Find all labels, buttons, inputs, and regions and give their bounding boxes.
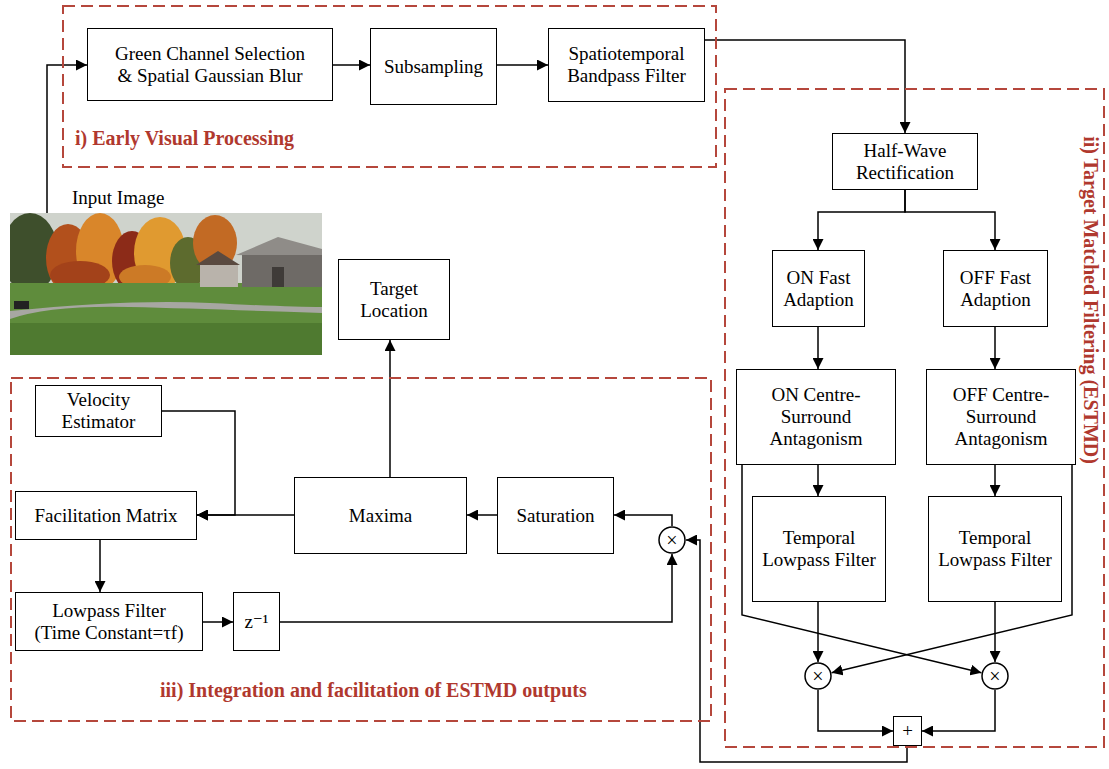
connector-arrow xyxy=(818,190,905,250)
circle-border xyxy=(982,663,1008,689)
multiplier-node: × xyxy=(658,526,686,554)
region-title: i) Early Visual Processing xyxy=(75,127,294,149)
operator-symbol: × xyxy=(666,530,677,550)
process-box: ON Centre-Surround Antagonism xyxy=(736,369,896,465)
box-label: Facilitation Matrix xyxy=(34,505,177,527)
adder-box: + xyxy=(893,716,922,746)
circle-border xyxy=(805,663,831,689)
box-label: OFF Fast Adaption xyxy=(949,267,1042,311)
box-label: Subsampling xyxy=(384,56,483,78)
connector-arrow xyxy=(817,327,819,369)
process-box: Velocity Estimator xyxy=(35,385,162,437)
process-box: Facilitation Matrix xyxy=(15,491,197,540)
connector-arrow xyxy=(818,690,893,731)
box-label: Spatiotemporal Bandpass Filter xyxy=(554,43,699,87)
connector-arrow xyxy=(994,602,996,662)
connector-arrow xyxy=(99,540,101,592)
box-label: OFF Centre-Surround Antagonism xyxy=(932,384,1070,450)
connector-arrow xyxy=(467,514,497,516)
box-label: Target Location xyxy=(344,278,444,322)
input-image: Input Image xyxy=(10,213,322,355)
box-label: Velocity Estimator xyxy=(41,389,156,433)
multiplier-node: × xyxy=(804,662,832,690)
connector-arrow xyxy=(905,190,995,250)
process-box: Maxima xyxy=(294,477,467,554)
process-box: OFF Centre-Surround Antagonism xyxy=(926,369,1076,465)
connector-arrow xyxy=(817,465,819,496)
stage-region: i) Early Visual Processing Green Channel … xyxy=(62,5,717,168)
multiplier-node: × xyxy=(981,662,1009,690)
region-title: ii) Target Matched Filtering (ESTMD) xyxy=(1080,136,1102,464)
box-label: Temporal Lowpass Filter xyxy=(758,527,880,571)
box-label: Saturation xyxy=(516,505,594,527)
stage-region: ii) Target Matched Filtering (ESTMD) Half… xyxy=(724,88,1105,748)
dashed-border xyxy=(11,378,711,721)
connector-arrow xyxy=(280,554,672,622)
operator-symbol: × xyxy=(989,666,1000,686)
delay-box: z⁻¹ xyxy=(233,592,280,651)
box-label: z⁻¹ xyxy=(244,611,268,633)
connector-arrow xyxy=(389,340,391,477)
process-box: Temporal Lowpass Filter xyxy=(752,496,886,602)
process-box: Subsampling xyxy=(370,28,497,105)
connector-arrow xyxy=(203,621,233,623)
operator-symbol: + xyxy=(902,720,913,742)
image-caption: Input Image xyxy=(72,188,164,209)
box-label: ON Fast Adaption xyxy=(778,267,859,311)
connector-arrow xyxy=(333,64,370,66)
process-box: Saturation xyxy=(497,477,614,554)
box-label: Half-Wave Rectification xyxy=(838,140,972,184)
box-label: Temporal Lowpass Filter xyxy=(934,527,1056,571)
box-label: Lowpass Filter (Time Constant=τf) xyxy=(31,600,187,644)
connector-arrow xyxy=(705,40,905,133)
output-box: Target Location xyxy=(338,259,450,340)
process-box: ON Fast Adaption xyxy=(772,250,865,327)
process-box: OFF Fast Adaption xyxy=(943,250,1048,327)
stage-region: iii) Integration and facilitation of EST… xyxy=(10,377,712,722)
connector-arrow xyxy=(614,515,672,526)
connector-arrow xyxy=(994,327,996,369)
process-box: Green Channel Selection & Spatial Gaussi… xyxy=(87,28,333,101)
connector-arrow xyxy=(817,602,819,662)
box-label: Maxima xyxy=(349,505,412,527)
box-label: Green Channel Selection & Spatial Gaussi… xyxy=(110,43,310,87)
process-box: Temporal Lowpass Filter xyxy=(928,496,1062,602)
dashed-border xyxy=(63,6,716,167)
region-title: iii) Integration and facilitation of EST… xyxy=(160,679,587,701)
process-box: Spatiotemporal Bandpass Filter xyxy=(548,28,705,102)
process-box: Half-Wave Rectification xyxy=(832,133,978,190)
connector-arrow xyxy=(994,465,996,496)
box-label: ON Centre-Surround Antagonism xyxy=(742,384,890,450)
circle-border xyxy=(659,527,685,553)
landscape-photo xyxy=(10,213,322,355)
process-box: Lowpass Filter (Time Constant=τf) xyxy=(15,592,203,651)
dashed-border xyxy=(725,89,1104,747)
operator-symbol: × xyxy=(812,666,823,686)
connector-arrow xyxy=(497,64,548,66)
connector-arrow xyxy=(922,690,995,731)
